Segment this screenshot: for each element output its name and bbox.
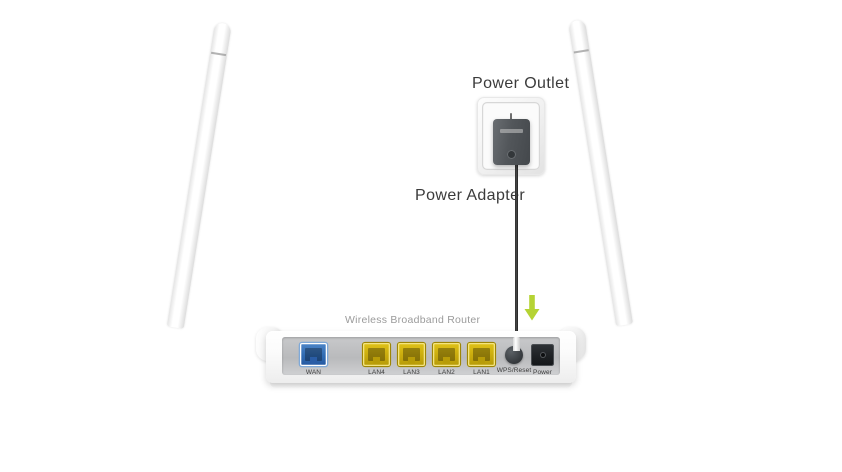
wps-reset-label: WPS/Reset [496, 367, 532, 374]
port-lan3[interactable]: LAN3 [398, 343, 425, 376]
port-wan-clip [310, 357, 317, 364]
power-outlet-label: Power Outlet [472, 75, 570, 92]
power-jack-icon [531, 344, 554, 366]
adapter-brand-mark [500, 129, 523, 133]
port-lan4-jack-icon [363, 343, 390, 366]
port-lan3-label: LAN3 [403, 369, 420, 376]
port-lan4-label: LAN4 [368, 369, 385, 376]
down-arrow-icon [524, 295, 540, 321]
antenna-right-rod [568, 19, 633, 327]
port-power[interactable]: Power [531, 344, 554, 376]
power-cable-plug-tip [513, 337, 520, 351]
port-lan4-clip [373, 357, 380, 364]
port-lan2-clip [443, 357, 450, 364]
port-lan1-jack-icon [468, 343, 495, 366]
power-cable [515, 163, 519, 348]
port-wan-mouth [305, 348, 322, 361]
port-lan3-clip [408, 357, 415, 364]
port-power-label: Power [533, 369, 552, 376]
power-jack-pin [539, 352, 546, 358]
port-lan3-jack-icon [398, 343, 425, 366]
port-lan1-label: LAN1 [473, 369, 490, 376]
port-lan1-clip [478, 357, 485, 364]
port-lan4-mouth [368, 348, 385, 361]
port-wan[interactable]: WAN [300, 343, 327, 376]
router-base [270, 381, 572, 388]
router-brand-text: Wireless Broadband Router [345, 314, 481, 326]
port-lan3-mouth [403, 348, 420, 361]
port-lan2-mouth [438, 348, 455, 361]
adapter-cable-outlet-icon [507, 150, 516, 159]
port-wan-label: WAN [305, 369, 322, 376]
antenna-left-rod [166, 22, 232, 329]
port-lan1-mouth [473, 348, 490, 361]
port-lan4[interactable]: LAN4 [363, 343, 390, 376]
power-adapter-body [493, 119, 530, 165]
port-lan2-jack-icon [433, 343, 460, 366]
port-lan2-label: LAN2 [438, 369, 455, 376]
power-adapter-label: Power Adapter [415, 187, 526, 204]
port-lan1[interactable]: LAN1 [468, 343, 495, 376]
port-wan-jack-icon [300, 343, 327, 366]
router-body: WAN LAN4 LAN3 [266, 331, 576, 383]
port-lan2[interactable]: LAN2 [433, 343, 460, 376]
